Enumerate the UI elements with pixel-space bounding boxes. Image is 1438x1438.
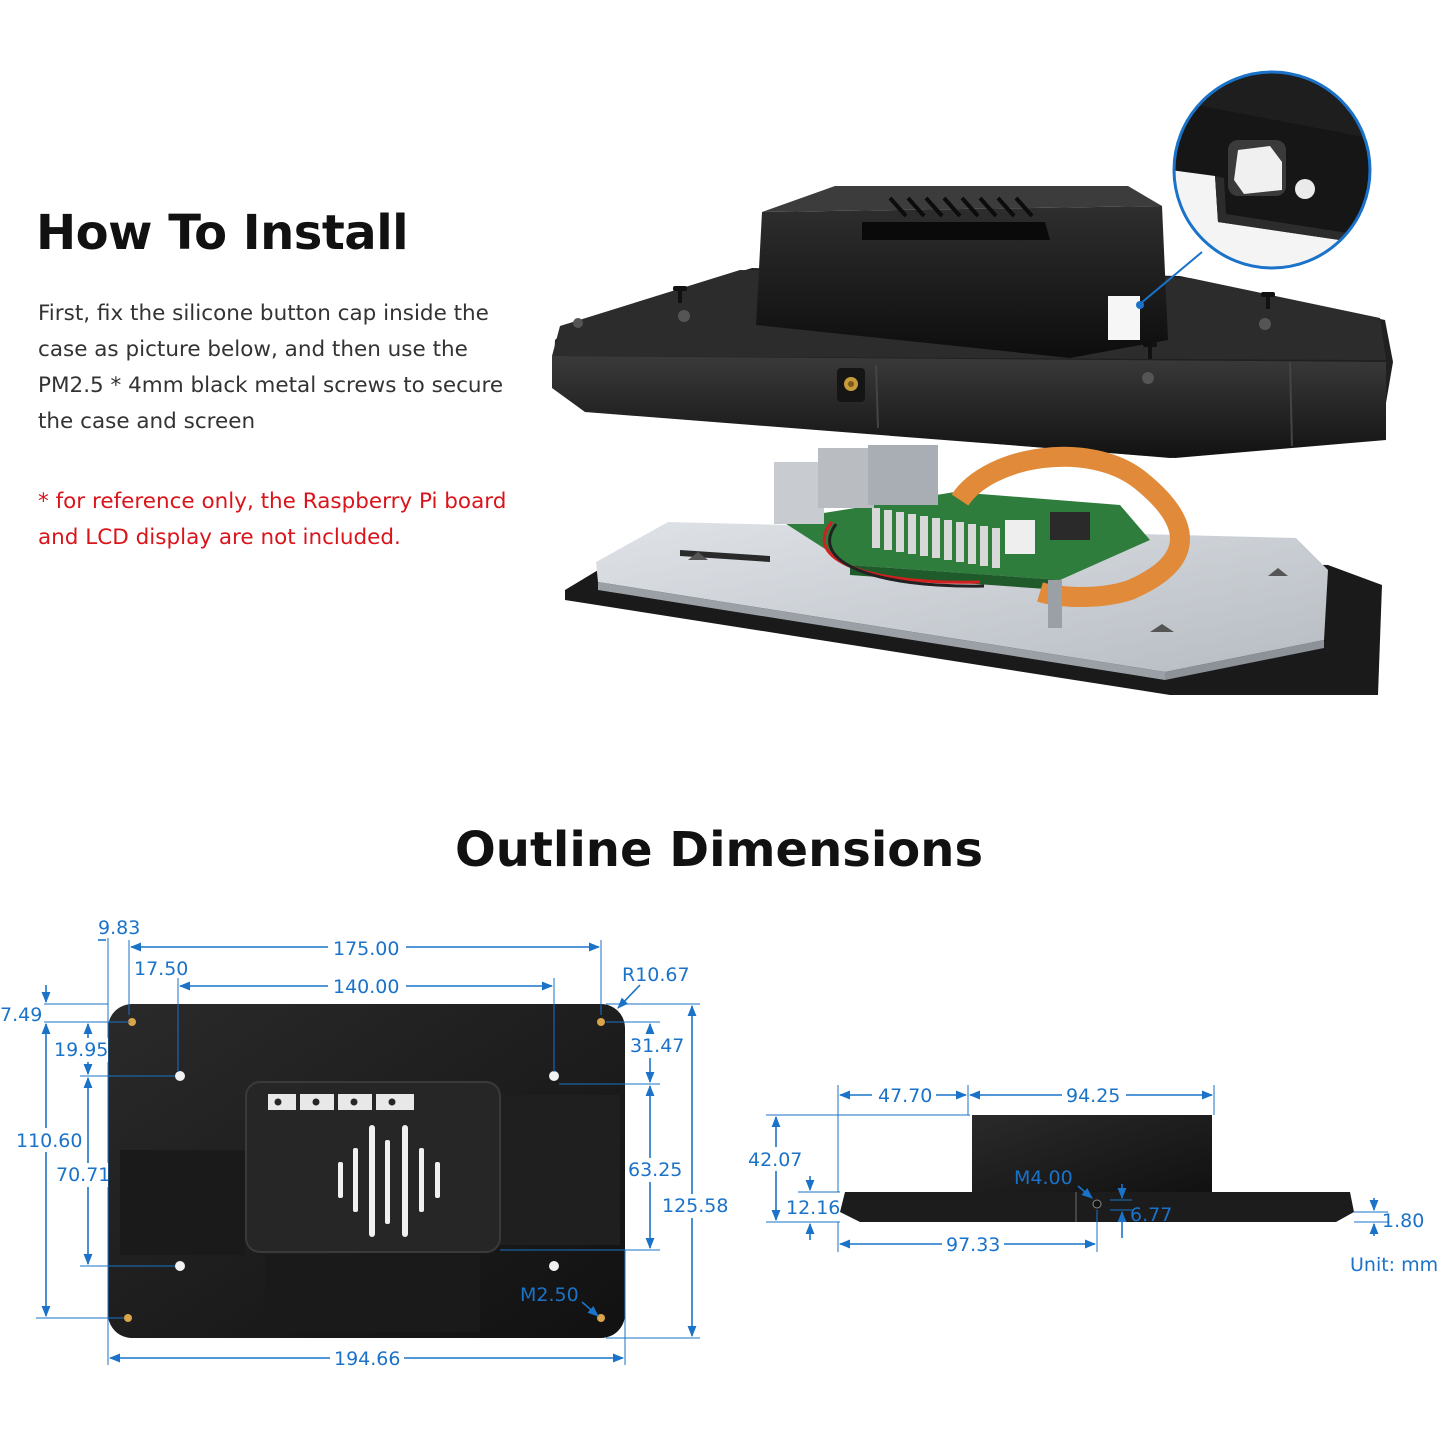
case-screws bbox=[673, 286, 1275, 359]
dim-97-33: 97.33 bbox=[946, 1234, 1000, 1256]
dim-47-70: 47.70 bbox=[878, 1085, 932, 1107]
dim-140: 140.00 bbox=[333, 976, 399, 998]
vent-slots bbox=[268, 1094, 414, 1110]
silicone-button-cap bbox=[1234, 146, 1282, 194]
unit-label: Unit: mm bbox=[1350, 1254, 1438, 1276]
dim-194-66: 194.66 bbox=[334, 1348, 400, 1370]
dim-94-25: 94.25 bbox=[1066, 1085, 1120, 1107]
dim-19-95: 19.95 bbox=[54, 1039, 108, 1061]
dim-17-50: 17.50 bbox=[134, 958, 188, 980]
install-title: How To Install bbox=[36, 205, 409, 261]
ribbon-cable bbox=[951, 446, 1190, 607]
dim-175: 175.00 bbox=[333, 938, 399, 960]
dim-70-71: 70.71 bbox=[56, 1164, 110, 1186]
dim-63-25: 63.25 bbox=[628, 1159, 682, 1181]
label-m2-50: M2.50 bbox=[520, 1284, 579, 1306]
dim-12-16: 12.16 bbox=[786, 1197, 840, 1219]
lcd-screen-with-raspberry-pi bbox=[565, 445, 1382, 695]
dim-r10-67: R10.67 bbox=[622, 964, 690, 986]
dim-6-77: 6.77 bbox=[1130, 1204, 1172, 1226]
side-view-case bbox=[840, 1115, 1354, 1222]
dim-31-47: 31.47 bbox=[630, 1035, 684, 1057]
install-instructions: First, fix the silicone button cap insid… bbox=[38, 301, 504, 434]
dim-1-80: 1.80 bbox=[1382, 1210, 1424, 1232]
dim-42-07: 42.07 bbox=[748, 1149, 802, 1171]
install-reference-note: * for reference only, the Raspberry Pi b… bbox=[38, 489, 507, 550]
dim-7-49: 7.49 bbox=[0, 1004, 42, 1026]
usb-ports bbox=[774, 462, 824, 524]
ethernet-port bbox=[868, 445, 938, 505]
outline-dimensions-title: Outline Dimensions bbox=[454, 822, 984, 878]
label-m4-00: M4.00 bbox=[1014, 1167, 1073, 1189]
dim-110-60: 110.60 bbox=[16, 1130, 82, 1152]
speaker-grille bbox=[338, 1125, 440, 1237]
front-view-case bbox=[108, 1004, 625, 1338]
dim-9-83: 9.83 bbox=[98, 917, 140, 939]
metal-back-plate bbox=[596, 522, 1328, 672]
case-raised-box bbox=[756, 186, 1168, 358]
silicone-button-zoom-callout bbox=[1136, 70, 1372, 309]
dim-125-58: 125.58 bbox=[662, 1195, 728, 1217]
